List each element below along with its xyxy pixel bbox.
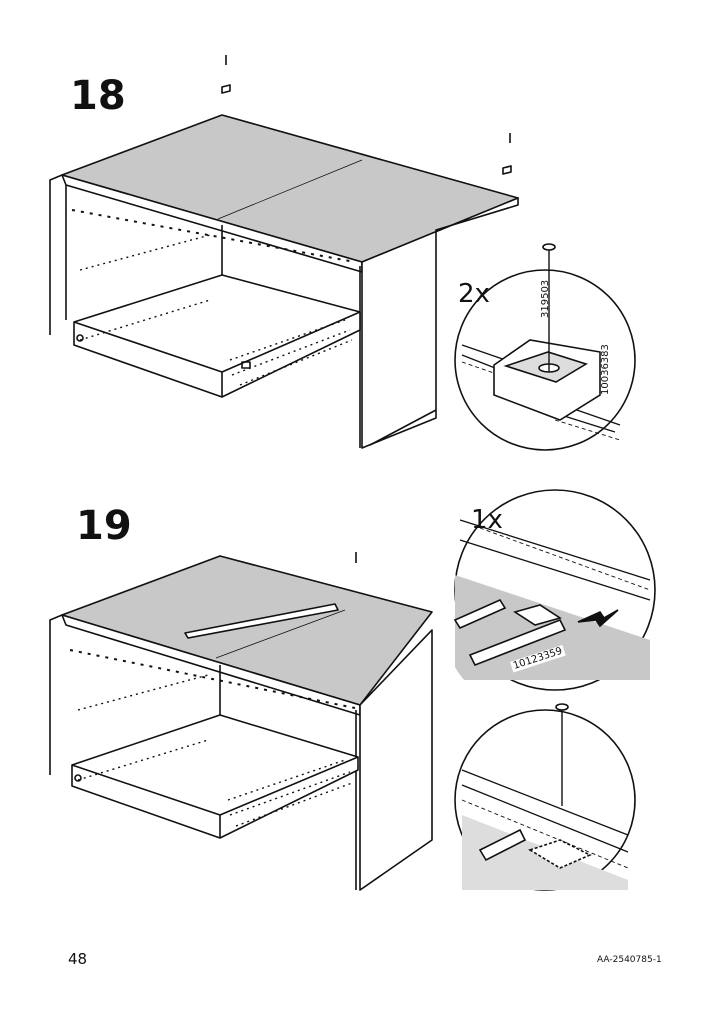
step18-cabinet [49,55,519,449]
document-code: AA-2540785-1 [597,955,662,965]
step19-quantity: 1x [471,505,503,535]
step-number-19: 19 [76,503,132,549]
step18-quantity: 2x [458,279,490,309]
page-number: 48 [68,950,88,968]
step19-detail-circle-top [453,489,656,691]
step19-cabinet [49,552,433,891]
step18-top-panel [61,114,519,263]
step19-detail-circle-bottom [454,703,636,891]
step18-detail-circle [454,243,636,451]
step18-part-number-block: 10036383 [600,344,611,395]
step18-part-number-nail: 319503 [540,279,551,318]
step-number-18: 18 [70,73,126,119]
